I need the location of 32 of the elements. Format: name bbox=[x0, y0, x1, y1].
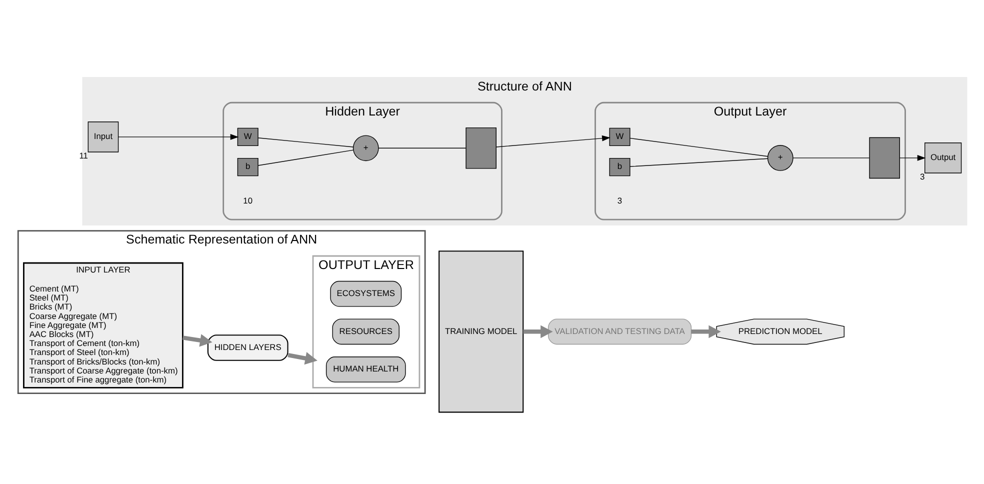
node-box: TRAINING MODEL bbox=[438, 250, 524, 413]
arrow bbox=[287, 352, 317, 365]
node-label: 3 bbox=[920, 172, 924, 182]
node-label: 11 bbox=[78, 150, 88, 161]
node-box bbox=[868, 137, 900, 179]
node-box bbox=[465, 127, 496, 169]
node-label: 10 bbox=[242, 196, 252, 206]
connector bbox=[257, 138, 354, 148]
arrow bbox=[898, 155, 926, 161]
connector bbox=[629, 158, 768, 167]
arrow bbox=[495, 135, 610, 148]
arrow bbox=[118, 134, 238, 140]
node-circle: + bbox=[352, 135, 378, 162]
node-label: 3 bbox=[616, 196, 622, 206]
arrow bbox=[182, 334, 212, 347]
node-box: ECOSYSTEMS bbox=[330, 280, 402, 307]
arrow bbox=[690, 325, 720, 338]
node-box: b bbox=[236, 158, 258, 176]
node-box: RESOURCES bbox=[332, 318, 399, 345]
node-box: Input bbox=[87, 122, 118, 152]
node-box: HUMAN HEALTH bbox=[325, 356, 406, 382]
arrow bbox=[522, 325, 552, 338]
node-box: W bbox=[236, 128, 258, 146]
connector bbox=[629, 138, 768, 157]
node-circle: + bbox=[766, 145, 793, 171]
node-box: Output bbox=[924, 142, 962, 174]
node-box: INPUT LAYER Cement (MT) Steel (MT) Bricks (MT) Coarse Aggregate (MT) Fine Aggregate (MT) AAC Blocks (MT) Transport of Cement (ton-km) Transport of Steel (ton-km) Transport of Bricks/Blocks (ton-km) Transport of Coarse Aggregate (ton-km) Transport of Fine aggregate (ton-km) bbox=[22, 262, 183, 388]
connector bbox=[257, 150, 354, 166]
node-box: W bbox=[608, 128, 630, 146]
node-box: HIDDEN LAYERS bbox=[206, 334, 288, 361]
node-box: b bbox=[608, 158, 630, 176]
node-box: VALIDATION AND TESTING DATA bbox=[547, 318, 692, 345]
